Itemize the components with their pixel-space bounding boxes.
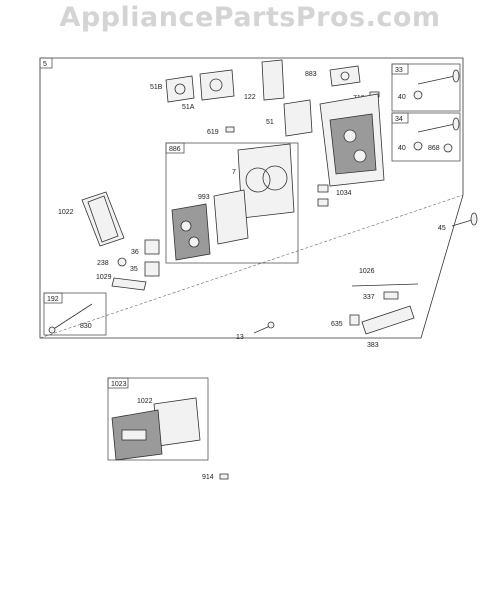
label-914: 914: [202, 474, 214, 481]
part-337: 337: [363, 291, 399, 301]
label-238: 238: [97, 260, 109, 267]
part-1034: 1034: [317, 184, 352, 207]
gasket-51b: 51B: [150, 75, 195, 103]
breather-tube-383: 383: [361, 305, 415, 349]
box-34-valve: 34 40 868: [391, 112, 461, 162]
label-5: 5: [43, 61, 47, 68]
label-35: 35: [130, 266, 138, 273]
cylinder-head: [319, 93, 385, 187]
label-1029: 1029: [96, 274, 112, 281]
tappet-45: 45: [438, 212, 478, 232]
label-1022-b: 1022: [137, 398, 153, 405]
label-830: 830: [80, 323, 92, 330]
fitting-635: 635: [331, 314, 360, 328]
label-1023: 1023: [111, 381, 127, 388]
label-635: 635: [331, 321, 343, 328]
watermark-logo: AppliancePartsPros.com: [59, 2, 441, 33]
label-51: 51: [266, 119, 274, 126]
label-33: 33: [395, 67, 403, 74]
label-619: 619: [207, 129, 219, 136]
label-13: 13: [236, 334, 244, 341]
label-36: 36: [131, 249, 139, 256]
box-33-valve: 33 40: [391, 63, 461, 112]
box-192: 192 830: [43, 292, 107, 336]
screw-13: 13: [236, 321, 275, 341]
rocker-1029: 1029: [96, 274, 147, 291]
label-1022-a: 1022: [58, 209, 74, 216]
label-383: 383: [367, 342, 379, 349]
label-883: 883: [305, 71, 317, 78]
screw-914: 914: [202, 473, 229, 481]
label-1034: 1034: [336, 190, 352, 197]
screw-619: 619: [207, 126, 235, 136]
spring-36: 36: [131, 239, 160, 256]
label-51a: 51A: [182, 104, 195, 111]
label-40-b: 40: [398, 145, 406, 152]
gasket-883: 883: [305, 65, 361, 87]
label-51b: 51B: [150, 84, 163, 91]
label-122: 122: [244, 94, 256, 101]
label-7: 7: [232, 169, 236, 176]
label-868: 868: [428, 145, 440, 152]
label-993: 993: [198, 194, 210, 201]
gasket-51a: 51A: [182, 69, 235, 111]
gasket-51: 51: [266, 99, 313, 137]
push-rod-1026: 1026: [351, 268, 419, 287]
gasket-1022-a: 1022: [58, 191, 125, 247]
label-45: 45: [438, 225, 446, 232]
label-192: 192: [47, 296, 59, 303]
label-34: 34: [395, 116, 403, 123]
box-886-gasket-set: 886 7 993: [165, 142, 299, 264]
gasket-122: 122: [244, 59, 285, 101]
label-1026: 1026: [359, 268, 375, 275]
box-1023-rocker-cover: 1023 1022: [107, 377, 209, 461]
retainer-238: 238: [97, 257, 127, 267]
label-40-a: 40: [398, 94, 406, 101]
group-5-frame: 5: [39, 57, 464, 339]
spring-35: 35: [130, 261, 160, 277]
label-886: 886: [169, 146, 181, 153]
label-337: 337: [363, 294, 375, 301]
